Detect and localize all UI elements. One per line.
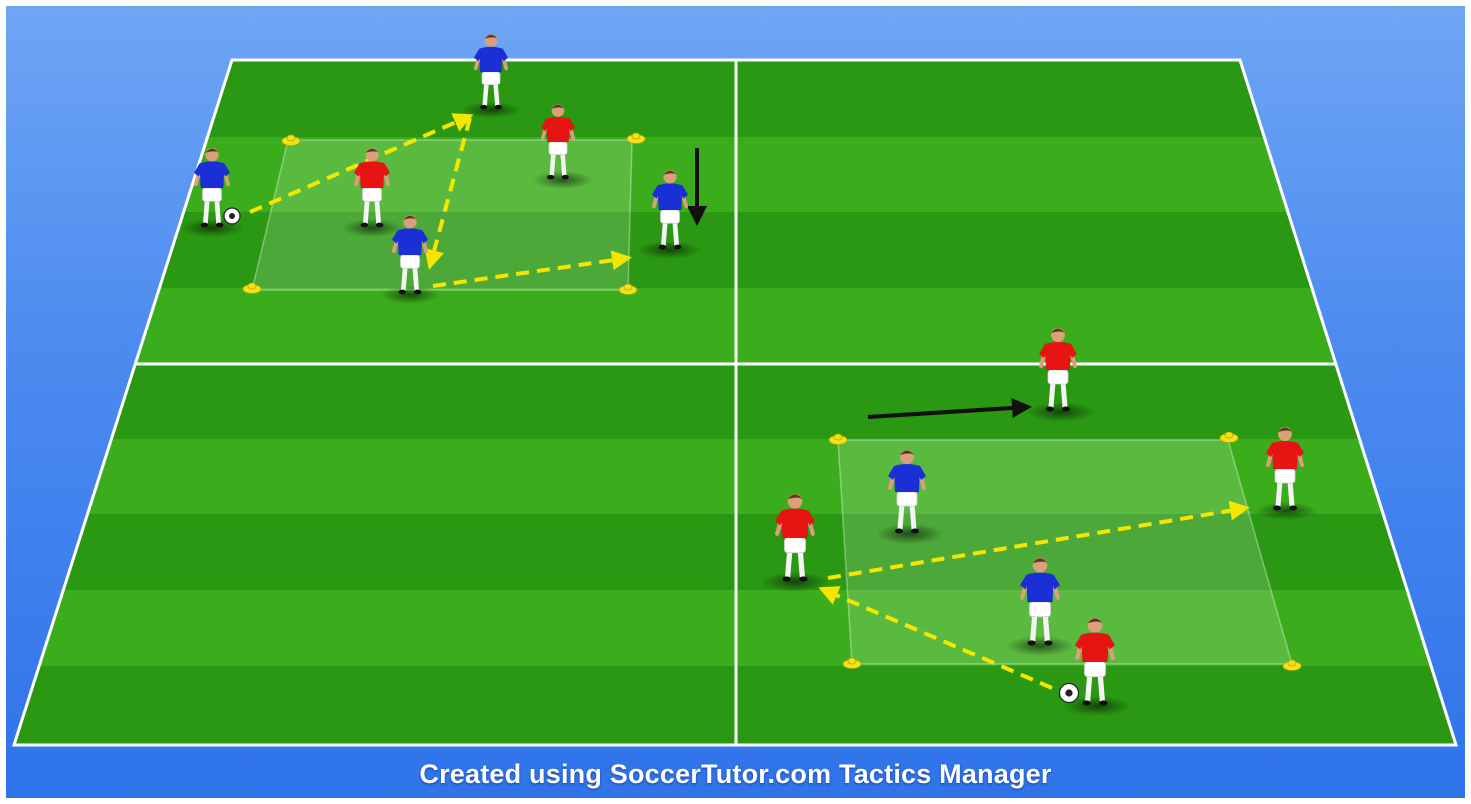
red-player-icon <box>1039 328 1077 412</box>
cone-icon <box>1282 659 1302 671</box>
cone-icon <box>618 283 638 295</box>
pitch-lines <box>11 58 1459 747</box>
red-player-icon <box>775 493 815 582</box>
training-area-top-left <box>251 139 633 291</box>
cone-icon <box>242 282 262 294</box>
cone-icon <box>828 433 848 445</box>
pass-arrow <box>432 250 632 288</box>
blue-player-icon <box>391 215 429 295</box>
cone-icon <box>1219 431 1239 443</box>
player-shadows <box>180 102 1318 716</box>
blue-player-icon <box>473 34 509 110</box>
run-arrow <box>867 398 1032 419</box>
pass-arrow <box>249 113 474 214</box>
pass-arrow <box>827 500 1250 580</box>
red-player-icon <box>1075 617 1115 706</box>
cone-icon <box>626 132 646 144</box>
ball-icon <box>1058 682 1080 704</box>
footer-credit: Created using SoccerTutor.com Tactics Ma… <box>419 759 1052 789</box>
red-player-icon <box>540 104 576 180</box>
red-player-icon <box>353 148 391 228</box>
players <box>193 34 1304 706</box>
pass-arrow <box>424 117 472 270</box>
blue-player-icon <box>651 170 689 250</box>
blue-player-icon <box>193 148 231 228</box>
cones <box>242 132 1302 671</box>
ball-icon <box>223 207 241 225</box>
pitch <box>11 58 1459 747</box>
pass-arrows <box>249 113 1250 690</box>
blue-player-icon <box>1020 557 1060 646</box>
red-player-icon <box>1266 427 1304 511</box>
run-arrows <box>687 148 1032 419</box>
blue-player-icon <box>888 450 926 534</box>
cone-icon <box>281 134 301 146</box>
cone-icon <box>842 657 862 669</box>
